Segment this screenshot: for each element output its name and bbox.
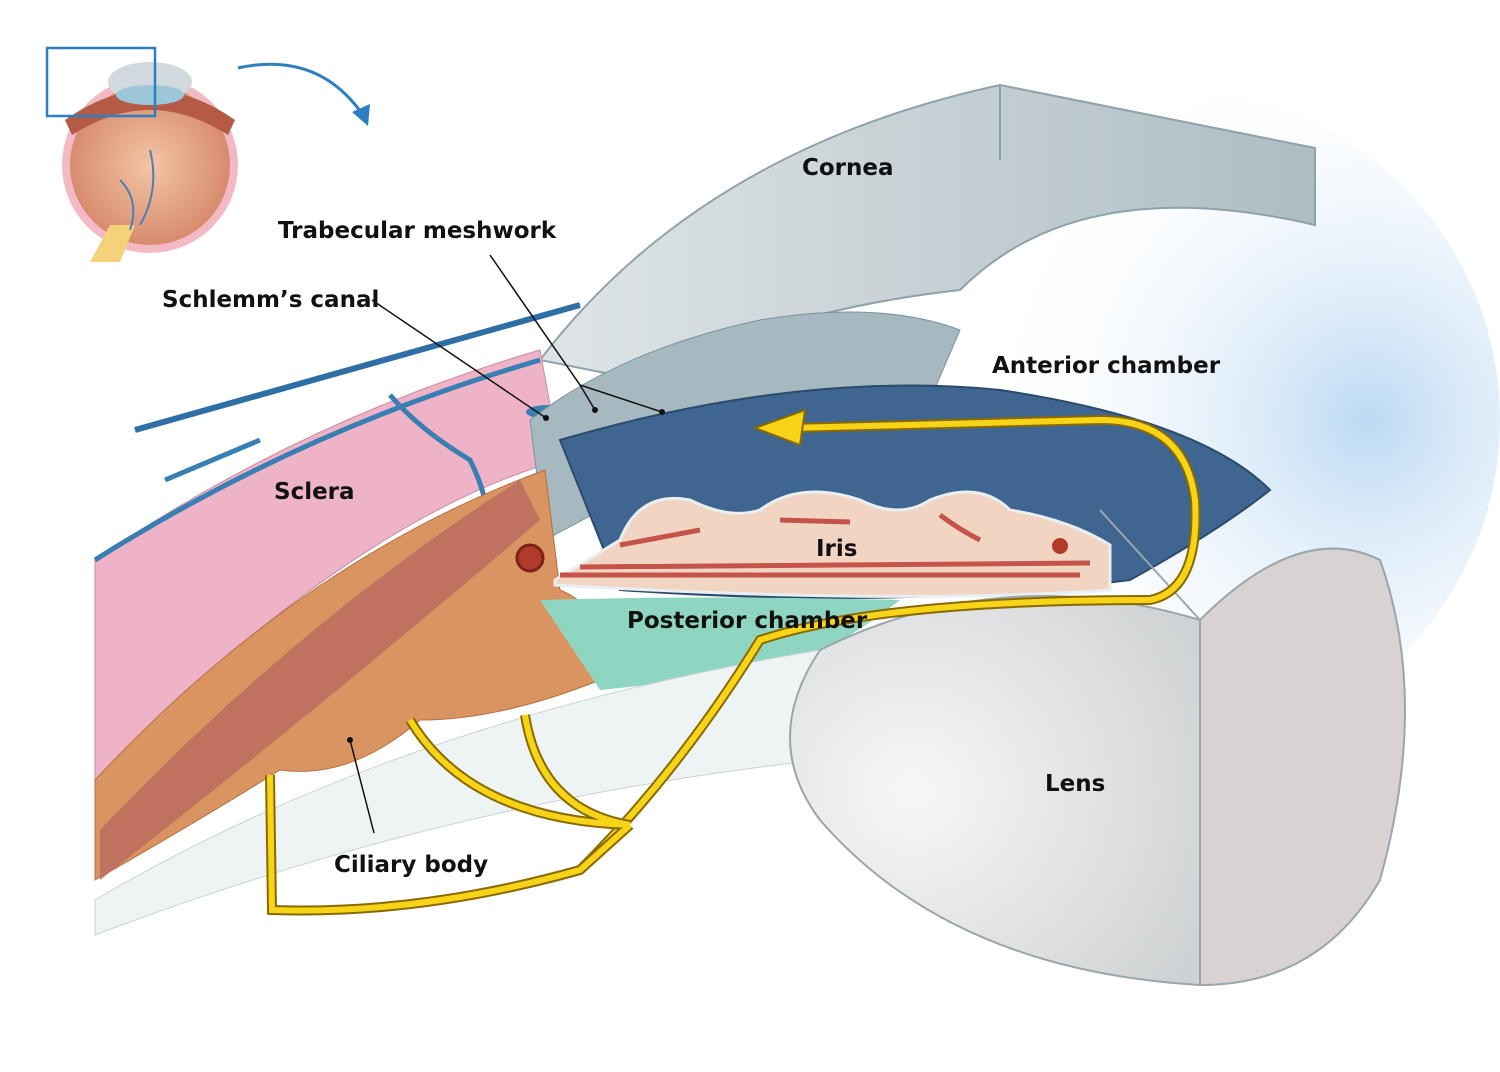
- label-ciliary-body: Ciliary body: [334, 852, 488, 878]
- schlemms-leader-line: [371, 299, 547, 419]
- label-schlemms-canal: Schlemm’s canal: [162, 287, 379, 313]
- zoom-arrow: [237, 62, 367, 119]
- episcleral-vessel: [134, 302, 581, 433]
- label-sclera: Sclera: [274, 479, 355, 505]
- aqueous-humor-flow-arrow: [265, 408, 1201, 916]
- label-trabecular-meshwork: Trabecular meshwork: [278, 218, 557, 244]
- ciliary-leader-line: [349, 739, 375, 834]
- lens-cut-face: [1199, 547, 1406, 987]
- inset-highlight-box: [45, 46, 157, 118]
- zoom-arrow-head: [352, 104, 370, 126]
- label-lens: Lens: [1045, 771, 1105, 797]
- label-anterior-chamber: Anterior chamber: [992, 353, 1221, 379]
- iris-pigment-shape: [553, 490, 1112, 598]
- label-posterior-chamber: Posterior chamber: [627, 608, 868, 634]
- posterior-chamber-shape: [540, 597, 900, 690]
- label-iris: Iris: [816, 536, 857, 562]
- inset-eye-illustration: [62, 62, 238, 262]
- label-cornea: Cornea: [802, 155, 894, 181]
- lens-front-shape: [789, 595, 1201, 987]
